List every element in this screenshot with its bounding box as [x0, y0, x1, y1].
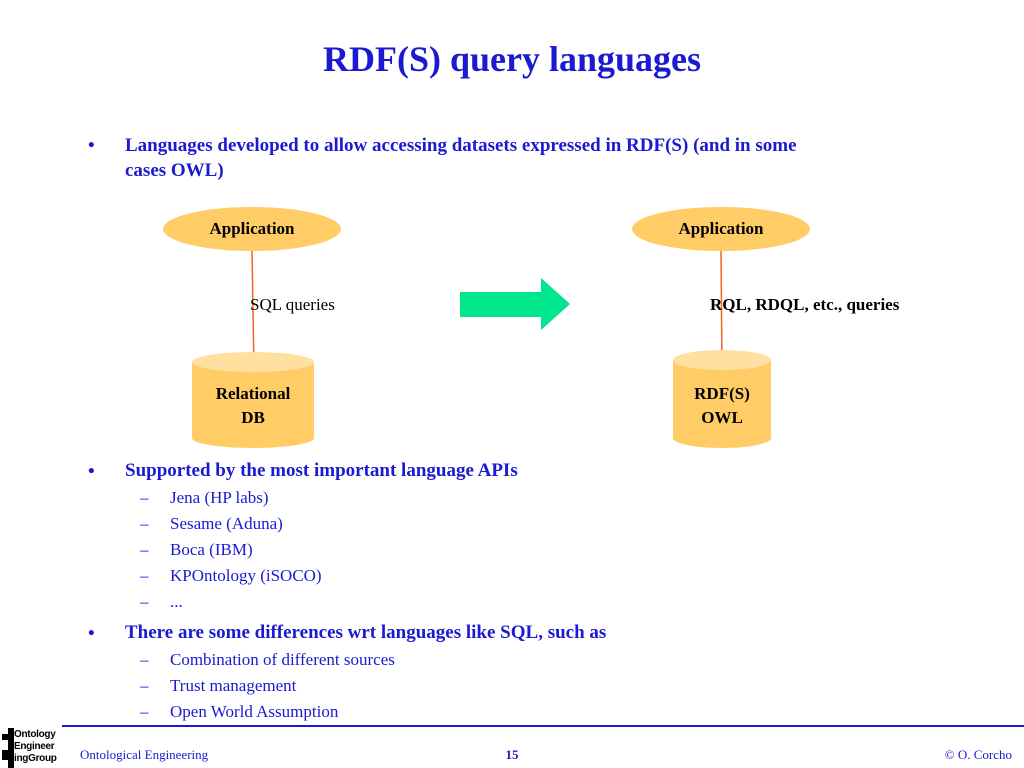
- left-application-label: Application: [209, 219, 295, 238]
- bullet-1-line-1: Languages developed to allow accessing d…: [125, 135, 797, 156]
- api-item: Boca (IBM): [170, 540, 253, 559]
- bullet-marker: •: [88, 461, 95, 482]
- sub-dash: –: [140, 514, 149, 533]
- transition-arrow-icon: [460, 278, 570, 330]
- left-db-label-2: DB: [241, 408, 265, 427]
- bullet-marker: •: [88, 623, 95, 644]
- slide-title: RDF(S) query languages: [322, 39, 702, 79]
- sub-dash: –: [140, 488, 149, 507]
- api-item: Jena (HP labs): [170, 488, 269, 507]
- sub-dash: –: [140, 592, 149, 611]
- logo-text-line-3: ingGroup: [14, 753, 57, 764]
- difference-item: Open World Assumption: [170, 702, 339, 721]
- sub-dash: –: [140, 702, 149, 721]
- left-db-label-1: Relational: [215, 384, 291, 403]
- right-db-label-1: RDF(S): [694, 384, 750, 403]
- logo-mark-icon: [2, 728, 14, 768]
- right-db-label-2: OWL: [701, 408, 743, 427]
- architecture-diagram: [163, 207, 810, 448]
- rdf-owl-cylinder: [673, 350, 771, 448]
- sub-dash: –: [140, 676, 149, 695]
- left-application-ellipse: [163, 207, 341, 251]
- sub-dash: –: [140, 540, 149, 559]
- api-item: ...: [170, 592, 183, 611]
- sub-dash: –: [140, 650, 149, 669]
- bullet-3-text: There are some differences wrt languages…: [125, 622, 607, 643]
- footer-divider: [62, 725, 1024, 727]
- bullet-marker: •: [88, 135, 95, 156]
- left-query-label: SQL queries: [250, 295, 335, 314]
- sub-dash: –: [140, 566, 149, 585]
- page-number: 15: [505, 747, 519, 762]
- footer-author: © O. Corcho: [944, 747, 1012, 762]
- bullet-2-text: Supported by the most important language…: [125, 460, 518, 481]
- difference-item: Trust management: [170, 676, 297, 695]
- api-item: Sesame (Aduna): [170, 514, 283, 533]
- difference-item: Combination of different sources: [170, 650, 395, 669]
- left-query-arrow: [251, 250, 263, 375]
- relational-db-cylinder: [192, 352, 314, 448]
- logo-text-line-1: Ontology: [14, 729, 56, 740]
- right-query-label: RQL, RDQL, etc., queries: [710, 295, 900, 314]
- logo-text-line-2: Engineer: [14, 741, 55, 752]
- ontology-engineering-group-logo: Ontology Engineer ingGroup: [2, 728, 60, 768]
- right-application-label: Application: [678, 219, 764, 238]
- footer-course-name: Ontological Engineering: [80, 747, 209, 762]
- right-application-ellipse: [632, 207, 810, 251]
- api-item: KPOntology (iSOCO): [170, 566, 322, 585]
- bullet-1-line-2: cases OWL): [125, 160, 224, 181]
